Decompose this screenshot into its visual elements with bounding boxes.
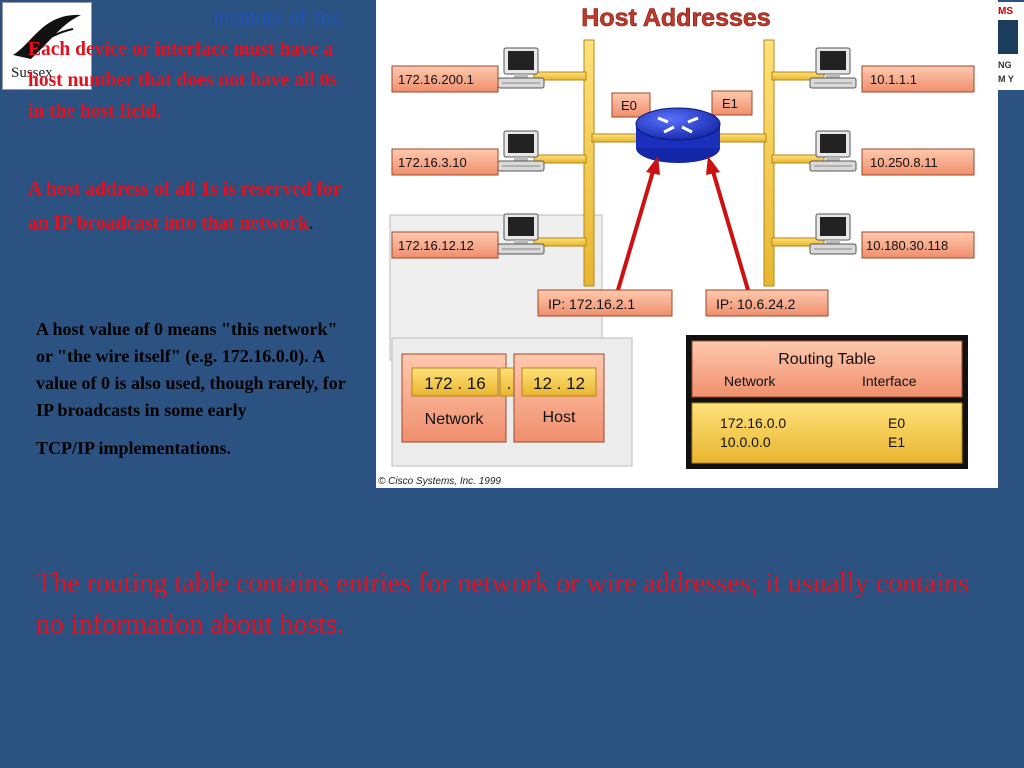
host-label xyxy=(861,65,975,93)
bus-drop xyxy=(771,154,825,164)
host-address: 172.16.12.12 xyxy=(398,238,474,253)
host-label xyxy=(391,65,499,93)
arrow-icon xyxy=(706,156,750,291)
host-addresses-diagram: Host Addresses 172.16.200.1 172.16.3.10 … xyxy=(376,0,998,488)
host-address: 172.16.3.10 xyxy=(398,155,467,170)
router-ip-label xyxy=(705,289,829,317)
host-address: 10.180.30.118 xyxy=(866,238,948,253)
computer-icon xyxy=(809,47,857,89)
host-label xyxy=(391,148,499,176)
computer-icon xyxy=(809,130,857,172)
logo-wordmark: Sussex xyxy=(11,65,53,81)
network-value: 172 . 16 xyxy=(424,374,485,393)
host-label xyxy=(391,231,499,259)
router-ip-e1: IP: 10.6.24.2 xyxy=(716,296,796,312)
computer-icon xyxy=(809,213,857,255)
routing-table-title: Routing Table xyxy=(778,351,876,368)
router-ip-e0: IP: 172.16.2.1 xyxy=(548,296,635,312)
host-address: 10.250.8.11 xyxy=(870,155,938,170)
academy-logo-bottom-text: M Y xyxy=(998,74,1014,84)
routing-row-network: 172.16.0.0 xyxy=(720,415,786,431)
arrow-icon xyxy=(616,156,660,291)
bus-drop xyxy=(771,237,825,247)
institution-logo: Sussex xyxy=(2,2,92,90)
router-icon xyxy=(635,107,721,163)
copyright-text: © Cisco Systems, Inc. 1999 xyxy=(378,476,501,487)
interface-e0: E0 xyxy=(621,98,637,113)
interface-e1: E1 xyxy=(722,96,738,111)
interface-label xyxy=(711,90,753,116)
network-label: Network xyxy=(425,411,485,428)
institute-name: Institute of Tec xyxy=(213,8,342,30)
routing-table-note: The routing table contains entries for n… xyxy=(36,568,970,640)
broadcast-rule-text: A host address of all 1s is reserved for… xyxy=(28,173,348,241)
host-number-rule-text: Each device or interface must have a hos… xyxy=(28,39,337,122)
broadcast-rule-period: . xyxy=(308,213,314,234)
academy-logo: MS NG M Y xyxy=(996,2,1024,90)
bus-drop xyxy=(771,71,825,81)
broadcast-rule-main: A host address of all 1s is reserved for… xyxy=(28,179,342,234)
interface-label xyxy=(611,92,651,118)
host-address: 10.1.1.1 xyxy=(870,72,917,87)
computer-icon xyxy=(497,130,545,172)
router-ip-label xyxy=(537,289,673,317)
computer-icon xyxy=(497,213,545,255)
routing-table-header xyxy=(691,340,963,398)
diagram-title: Host Addresses xyxy=(581,4,770,32)
host-zero-tail-text: TCP/IP implementations. xyxy=(36,438,232,458)
routing-table-col-interface: Interface xyxy=(862,373,917,389)
routing-row-interface: E0 xyxy=(888,415,905,431)
host-label xyxy=(861,148,975,176)
logo-emblem-icon xyxy=(13,14,81,59)
network-part-box xyxy=(401,353,507,443)
host-zero-main-text: A host value of 0 means "this network" o… xyxy=(36,319,346,420)
academy-logo-mid-text: NG xyxy=(998,60,1012,70)
computer-icon xyxy=(497,47,545,89)
bus-drop xyxy=(533,71,587,81)
bars-icon xyxy=(998,20,1018,54)
routing-table-col-network: Network xyxy=(724,373,776,389)
host-value: 12 . 12 xyxy=(533,374,585,393)
routing-row-network: 10.0.0.0 xyxy=(720,434,771,450)
address-dot: . xyxy=(507,374,512,393)
host-part-box xyxy=(513,353,605,443)
host-label-text: Host xyxy=(543,409,576,426)
routing-table-body xyxy=(691,402,963,464)
host-value-field xyxy=(521,367,597,397)
academy-logo-top-text: MS xyxy=(998,6,1013,17)
bus-drop xyxy=(533,154,587,164)
network-value-field xyxy=(411,367,499,397)
host-label xyxy=(861,231,975,259)
routing-row-interface: E1 xyxy=(888,434,905,450)
host-zero-explanation: A host value of 0 means "this network" o… xyxy=(36,316,356,462)
host-address: 172.16.200.1 xyxy=(398,72,474,87)
bus-drop xyxy=(533,237,587,247)
